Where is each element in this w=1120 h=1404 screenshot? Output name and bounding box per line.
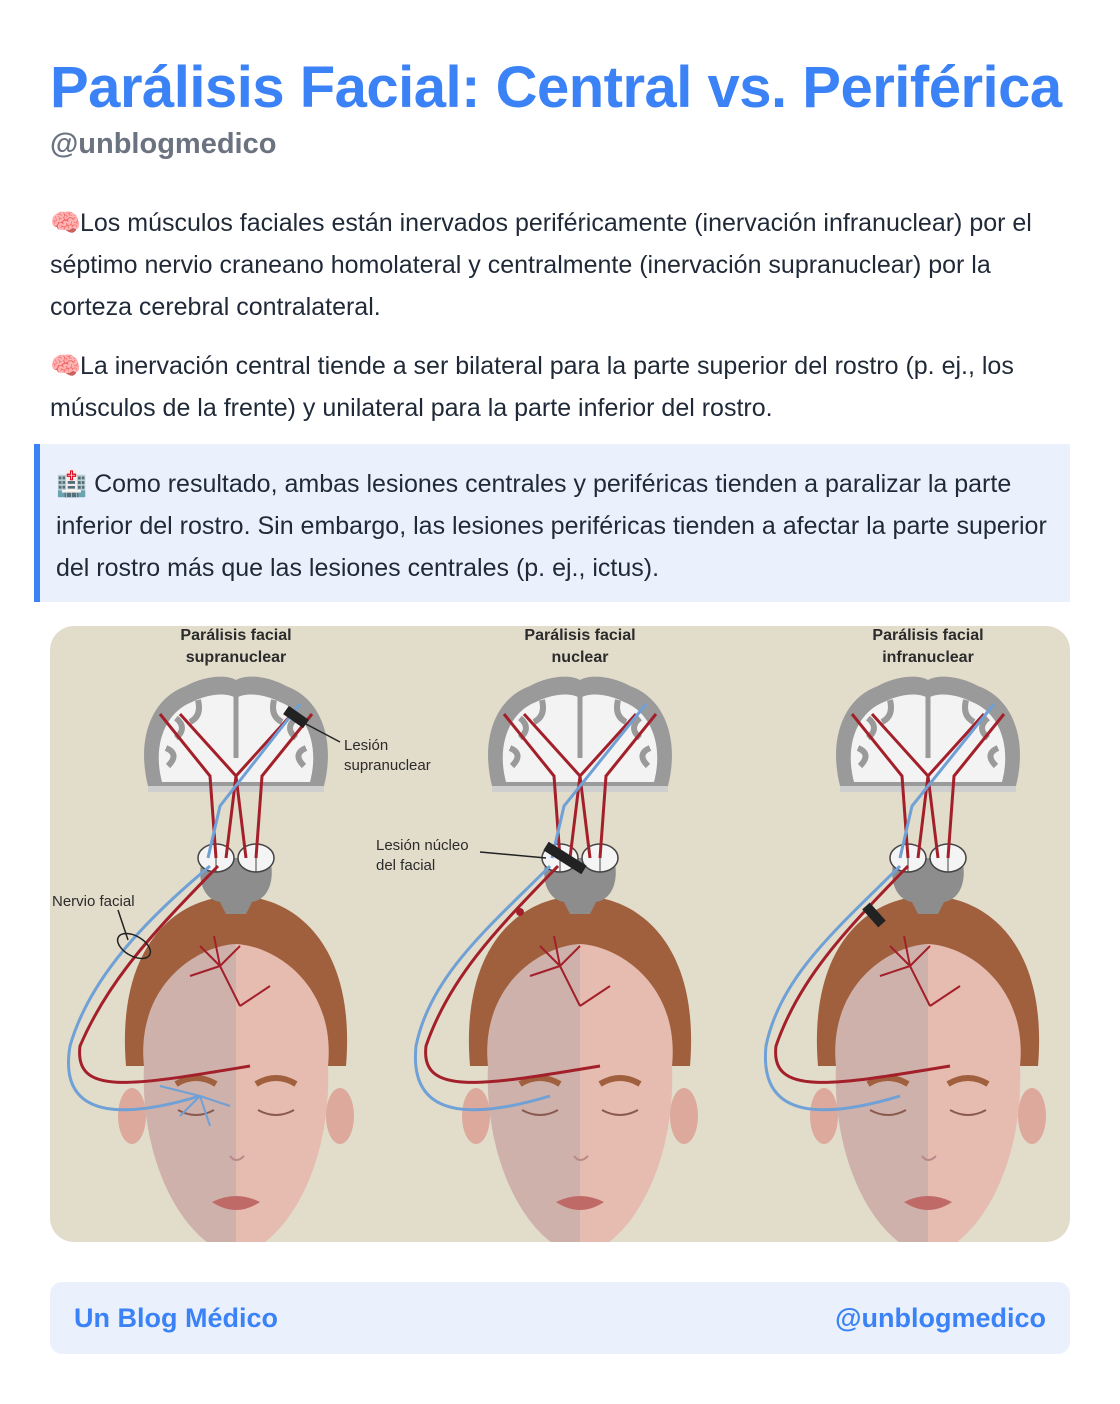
paragraph-innervation: 🧠Los músculos faciales están inervados p… — [50, 202, 1060, 328]
brain-icon: 🧠 — [50, 209, 82, 237]
footer: Un Blog Médico @unblogmedico — [50, 1282, 1070, 1354]
panel-title-infranuclear-line1: Parálisis facial — [872, 627, 983, 644]
callout-box: 🏥 Como resultado, ambas lesiones central… — [34, 444, 1070, 602]
panel-title-nuclear-line2: nuclear — [552, 649, 609, 666]
panel-infranuclear — [763, 677, 1046, 1242]
footer-handle: @unblogmedico — [835, 1302, 1046, 1333]
page-title: Parálisis Facial: Central vs. Periférica — [50, 55, 1062, 120]
panel-title-infranuclear-line2: infranuclear — [882, 649, 974, 666]
annotation-lesion-supranuclear-line2: supranuclear — [344, 757, 431, 774]
panel-nuclear — [413, 677, 698, 1242]
paragraph-text: La inervación central tiende a ser bilat… — [50, 352, 1014, 422]
author-handle: @unblogmedico — [50, 128, 277, 160]
panel-title-supranuclear-line2: supranuclear — [186, 649, 286, 666]
footer-brand: Un Blog Médico — [74, 1302, 278, 1333]
annotation-lesion-nucleo-line1: Lesión núcleo — [376, 837, 469, 854]
hospital-icon: 🏥 — [56, 470, 88, 498]
facial-palsy-illustration: Parálisis facial supranuclear Parálisis … — [52, 627, 1070, 1242]
paragraph-text: Los músculos faciales están inervados pe… — [50, 209, 1032, 321]
paragraph-central-innervation: 🧠La inervación central tiende a ser bila… — [50, 345, 1060, 429]
facial-palsy-figure: Parálisis facial supranuclear Parálisis … — [50, 626, 1070, 1242]
callout-text: Como resultado, ambas lesiones centrales… — [56, 470, 1047, 582]
panel-title-nuclear-line1: Parálisis facial — [524, 627, 635, 644]
panel-supranuclear — [67, 677, 354, 1242]
annotation-lesion-nucleo-line2: del facial — [376, 857, 435, 874]
brain-icon: 🧠 — [50, 352, 82, 380]
panel-title-supranuclear-line1: Parálisis facial — [180, 627, 291, 644]
annotation-nervio-facial: Nervio facial — [52, 893, 135, 910]
annotation-lesion-supranuclear-line1: Lesión — [344, 737, 388, 754]
